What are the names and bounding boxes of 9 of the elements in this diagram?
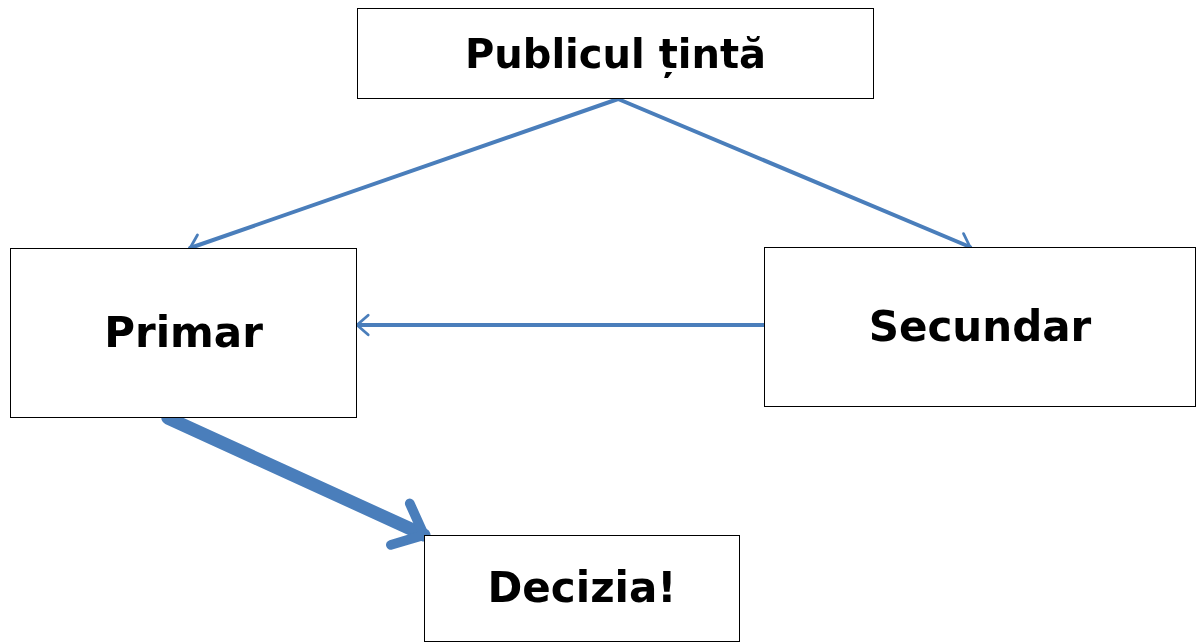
process-box — [357, 8, 874, 99]
box-label: Publicul țintă — [464, 29, 767, 79]
process-box — [424, 535, 740, 642]
arrow — [355, 313, 766, 337]
box-label: Primar — [104, 306, 263, 359]
process-box — [10, 248, 357, 418]
box-label: Secundar — [868, 300, 1092, 353]
box-label: Decizia! — [487, 562, 677, 615]
process-box — [764, 247, 1196, 407]
